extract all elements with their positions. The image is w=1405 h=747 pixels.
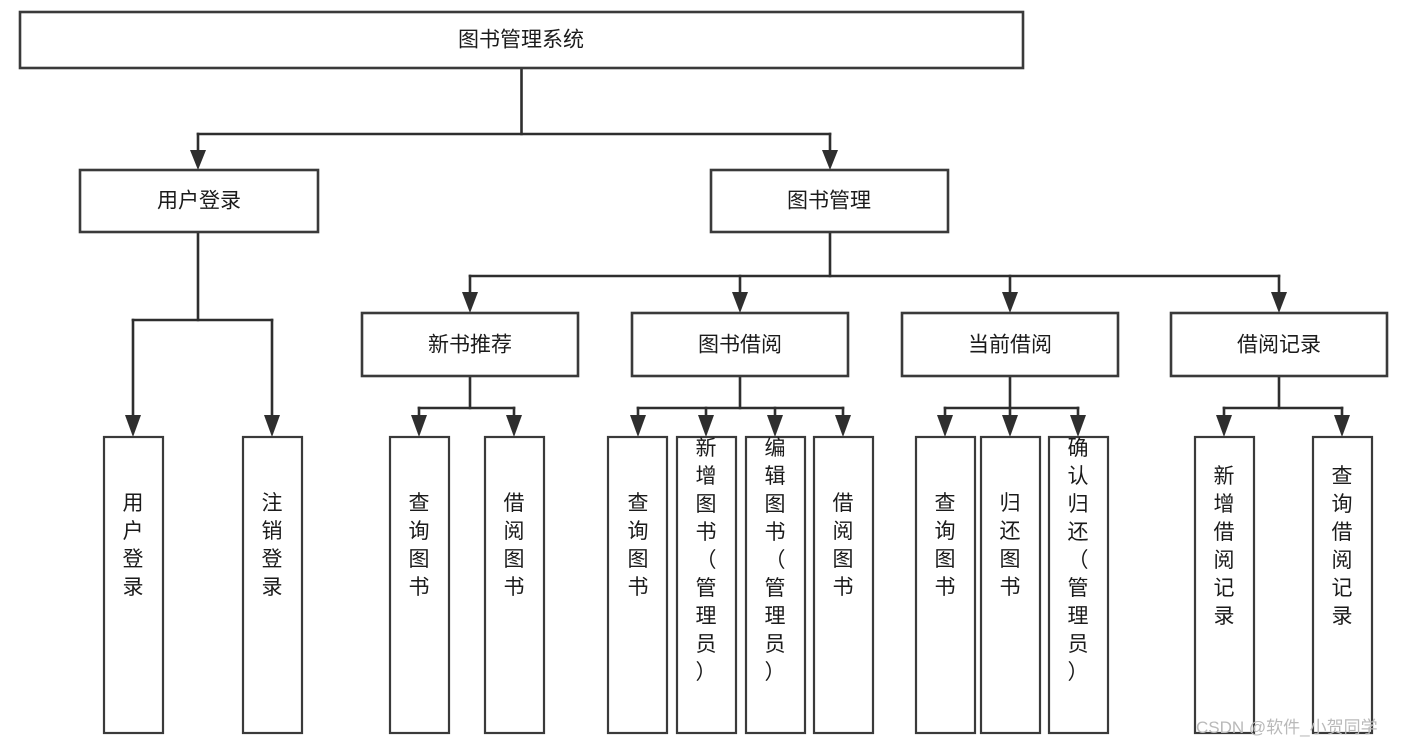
leaf-node-borrow-query-book-box[interactable] — [606, 435, 669, 735]
node-borrow-records-box[interactable] — [1169, 311, 1389, 378]
leaf-node-user-login-box[interactable] — [102, 435, 165, 735]
arrow-head-borrow-leaf-0 — [630, 415, 646, 437]
leaf-node-borrow-edit-book[interactable]: 编辑图书（管理员） — [744, 435, 807, 735]
arrow-head-newbook — [462, 292, 478, 313]
leaf-node-borrow-borrow-book-label: 借阅图书 — [833, 492, 854, 599]
leaf-node-current-return-book[interactable]: 归还图书 — [979, 435, 1042, 735]
leaf-node-newbook-query-book-box[interactable] — [388, 435, 451, 735]
leaf-node-borrow-add-book[interactable]: 新增图书（管理员） — [675, 435, 738, 735]
node-borrow-records-label: 借阅记录 — [1237, 334, 1321, 357]
leaf-node-borrow-add-book-label: 新增图书（管理员） — [696, 437, 717, 684]
node-book-borrow-box[interactable] — [630, 311, 850, 378]
arrow-head-current-leaf-0 — [937, 415, 953, 437]
node-current-borrow-box[interactable] — [900, 311, 1120, 378]
leaf-node-records-query-record[interactable]: 查询借阅记录 — [1311, 435, 1374, 735]
leaf-node-newbook-query-book[interactable]: 查询图书 — [388, 435, 451, 735]
leaf-node-newbook-query-book-label: 查询图书 — [409, 492, 430, 599]
arrow-head-records — [1271, 292, 1287, 313]
leaf-node-borrow-borrow-book[interactable]: 借阅图书 — [812, 435, 875, 735]
arrow-head-current-leaf-2 — [1070, 415, 1086, 437]
leaf-node-newbook-borrow-book-label: 借阅图书 — [504, 492, 525, 599]
arrow-head-newbook-leaf-1 — [506, 415, 522, 437]
leaf-node-records-add-record-box[interactable] — [1193, 435, 1256, 735]
node-book-borrow-label: 图书借阅 — [698, 334, 782, 357]
arrow-head-borrow-leaf-3 — [835, 415, 851, 437]
node-new-book-recommend[interactable]: 新书推荐 — [360, 311, 580, 378]
leaf-node-current-confirm-return-box[interactable] — [1047, 435, 1110, 735]
leaf-node-borrow-query-book[interactable]: 查询图书 — [606, 435, 669, 735]
edge-layer — [125, 66, 1350, 437]
csdn-watermark: CSDN @软件_小贺同学 — [1196, 718, 1378, 737]
leaf-node-borrow-edit-book-label: 编辑图书（管理员） — [765, 437, 786, 684]
arrow-head-book-mgmt — [822, 150, 838, 170]
node-user-login[interactable]: 用户登录 — [78, 168, 320, 234]
node-user-login-label: 用户登录 — [157, 190, 241, 213]
node-current-borrow[interactable]: 当前借阅 — [900, 311, 1120, 378]
leaf-node-user-login[interactable]: 用户登录 — [102, 435, 165, 735]
leaf-node-records-query-record-box[interactable] — [1311, 435, 1374, 735]
leaf-node-current-query-book-box[interactable] — [914, 435, 977, 735]
arrow-head-newbook-leaf-0 — [411, 415, 427, 437]
node-borrow-records[interactable]: 借阅记录 — [1169, 311, 1389, 378]
arrow-head-records-leaf-1 — [1334, 415, 1350, 437]
node-root-system[interactable]: 图书管理系统 — [18, 10, 1025, 70]
arrow-head-borrow — [732, 292, 748, 313]
leaf-node-records-query-record-label: 查询借阅记录 — [1332, 465, 1353, 628]
arrow-head-user-login — [190, 150, 206, 170]
leaf-node-newbook-borrow-book-box[interactable] — [483, 435, 546, 735]
leaf-node-current-query-book-label: 查询图书 — [935, 492, 956, 599]
arrow-head-leaf-user-login — [125, 415, 141, 437]
leaf-node-current-confirm-return-label: 确认归还（管理员） — [1068, 437, 1089, 684]
arrow-head-borrow-leaf-2 — [767, 415, 783, 437]
leaf-node-borrow-edit-book-box[interactable] — [744, 435, 807, 735]
leaf-node-borrow-borrow-book-box[interactable] — [812, 435, 875, 735]
node-user-login-box[interactable] — [78, 168, 320, 234]
arrow-head-leaf-logout — [264, 415, 280, 437]
leaf-node-current-query-book[interactable]: 查询图书 — [914, 435, 977, 735]
arrow-head-current — [1002, 292, 1018, 313]
leaf-node-logout-label: 注销登录 — [262, 492, 283, 599]
leaf-node-records-add-record[interactable]: 新增借阅记录 — [1193, 435, 1256, 735]
leaf-node-logout-box[interactable] — [241, 435, 304, 735]
node-book-borrow[interactable]: 图书借阅 — [630, 311, 850, 378]
node-book-management-label: 图书管理 — [787, 190, 871, 213]
leaf-node-borrow-add-book-box[interactable] — [675, 435, 738, 735]
leaf-node-current-confirm-return[interactable]: 确认归还（管理员） — [1047, 435, 1110, 735]
leaf-node-current-return-book-label: 归还图书 — [1000, 492, 1021, 599]
node-book-management[interactable]: 图书管理 — [709, 168, 950, 234]
node-root-system-box[interactable] — [18, 10, 1025, 70]
leaf-node-user-login-label: 用户登录 — [123, 492, 144, 599]
node-root-system-label: 图书管理系统 — [458, 29, 584, 52]
leaf-node-logout[interactable]: 注销登录 — [241, 435, 304, 735]
node-new-book-recommend-label: 新书推荐 — [428, 334, 512, 357]
arrow-head-current-leaf-1 — [1002, 415, 1018, 437]
leaf-node-records-add-record-label: 新增借阅记录 — [1214, 465, 1235, 628]
node-current-borrow-label: 当前借阅 — [968, 334, 1052, 357]
node-new-book-recommend-box[interactable] — [360, 311, 580, 378]
leaf-node-current-return-book-box[interactable] — [979, 435, 1042, 735]
leaf-node-newbook-borrow-book[interactable]: 借阅图书 — [483, 435, 546, 735]
node-book-management-box[interactable] — [709, 168, 950, 234]
arrow-head-records-leaf-0 — [1216, 415, 1232, 437]
leaf-node-borrow-query-book-label: 查询图书 — [628, 492, 649, 599]
arrow-head-borrow-leaf-1 — [698, 415, 714, 437]
